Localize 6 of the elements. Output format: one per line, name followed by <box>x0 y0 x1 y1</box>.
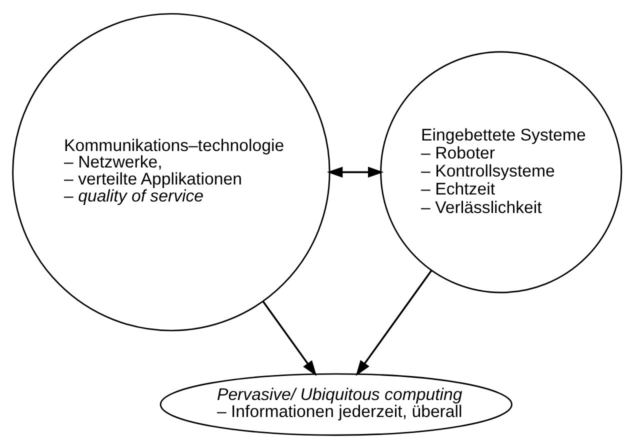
arrow <box>356 269 432 376</box>
node-circle: Eingebettete Systeme – Roboter – Kontrollsysteme – Echtzeit – Verlässlichkeit <box>380 50 622 293</box>
arrow <box>326 166 384 178</box>
node-ellipse: Pervasive/ Ubiquitous computing – Informationen jederzeit, überall <box>160 372 512 436</box>
arrow <box>262 300 317 376</box>
node-circle: Kommunikations–technologie – Netzwerke, – verteilte Applikationen – quality of service <box>12 12 330 331</box>
